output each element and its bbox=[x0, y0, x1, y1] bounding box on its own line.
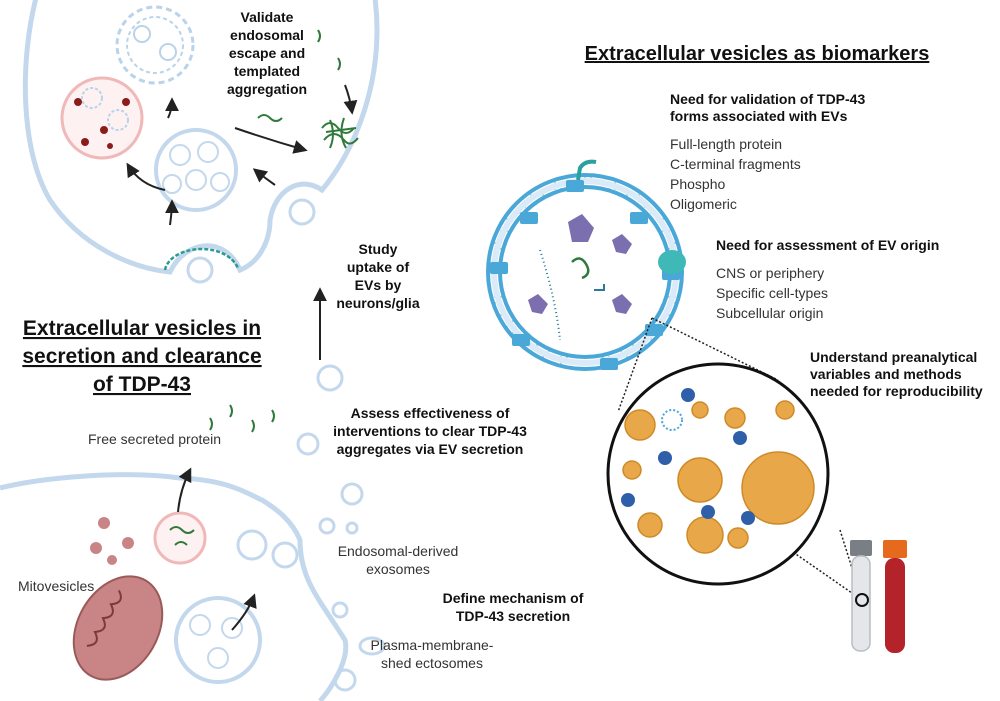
validate-line: templated bbox=[234, 63, 300, 79]
lysosome bbox=[60, 76, 144, 160]
validation-item: Phospho bbox=[670, 176, 725, 192]
define-line: TDP-43 secretion bbox=[456, 608, 570, 624]
origin-heading: Need for assessment of EV origin bbox=[716, 237, 939, 253]
validate-line: Validate bbox=[241, 9, 294, 25]
uptake-line: EVs by bbox=[355, 277, 402, 293]
recipient-cell bbox=[22, 0, 380, 284]
assess-line: interventions to clear TDP-43 bbox=[333, 423, 527, 439]
preanalytical-line: Understand preanalytical bbox=[810, 349, 977, 365]
secretory-vesicle bbox=[153, 511, 207, 565]
ectosomes-label: shed ectosomes bbox=[381, 655, 483, 671]
free-protein-label: Free secreted protein bbox=[88, 431, 221, 447]
assess-line: Assess effectiveness of bbox=[351, 405, 510, 421]
multivesicular-body bbox=[154, 128, 238, 212]
preanalytical-line: variables and methods bbox=[810, 366, 962, 382]
uptake-line: neurons/glia bbox=[336, 295, 419, 311]
validate-line: escape and bbox=[229, 45, 305, 61]
biomarkers-title: Extracellular vesicles as biomarkers bbox=[585, 43, 930, 65]
mitovesicles-label: Mitovesicles bbox=[18, 578, 94, 594]
secreted-evs bbox=[209, 364, 386, 692]
flow-arrows bbox=[126, 84, 358, 631]
secreting-cell bbox=[0, 472, 349, 701]
validation-item: C-terminal fragments bbox=[670, 156, 801, 172]
secretion-title-line: secretion and clearance bbox=[22, 345, 261, 368]
validate-line: endosomal bbox=[230, 27, 304, 43]
mitochondrion bbox=[72, 575, 164, 681]
mvb-bottom bbox=[174, 596, 262, 684]
preanalytical-line: needed for reproducibility bbox=[810, 383, 983, 399]
sample-tubes bbox=[850, 540, 907, 653]
exosomes-label: exosomes bbox=[366, 561, 430, 577]
origin-item: Specific cell-types bbox=[716, 285, 828, 301]
origin-item: CNS or periphery bbox=[716, 265, 824, 281]
uptake-line: Study bbox=[359, 241, 398, 257]
exosomes-label: Endosomal-derived bbox=[338, 543, 459, 559]
define-line: Define mechanism of bbox=[443, 590, 584, 606]
uptake-line: uptake of bbox=[347, 259, 410, 275]
secretion-title-line: of TDP-43 bbox=[93, 373, 191, 396]
origin-item: Subcellular origin bbox=[716, 305, 823, 321]
validation-heading-line1: Need for validation of TDP-43 bbox=[670, 91, 865, 107]
validation-item: Full-length protein bbox=[670, 136, 782, 152]
validation-item: Oligomeric bbox=[670, 196, 737, 212]
tdp43-aggregate bbox=[321, 117, 359, 149]
extracellular-vesicle-diagram bbox=[486, 159, 686, 371]
ectosomes-label: Plasma-membrane- bbox=[371, 637, 494, 653]
validate-line: aggregation bbox=[227, 81, 307, 97]
dashed-endosome bbox=[115, 5, 195, 85]
secretion-title-line: Extracellular vesicles in bbox=[23, 317, 261, 340]
validation-heading-line2: forms associated with EVs bbox=[670, 108, 848, 124]
assess-line: aggregates via EV secretion bbox=[337, 441, 524, 457]
blood-sample-magnified bbox=[606, 317, 863, 601]
